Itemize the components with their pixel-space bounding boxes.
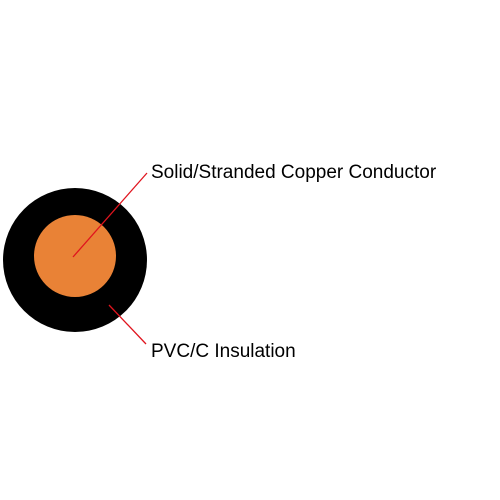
- conductor-label: Solid/Stranded Copper Conductor: [151, 162, 437, 183]
- insulation-label: PVC/C Insulation: [151, 341, 296, 362]
- conductor-leader-line: [72, 172, 148, 258]
- copper-conductor: [34, 215, 116, 297]
- insulation-leader-line: [108, 304, 147, 345]
